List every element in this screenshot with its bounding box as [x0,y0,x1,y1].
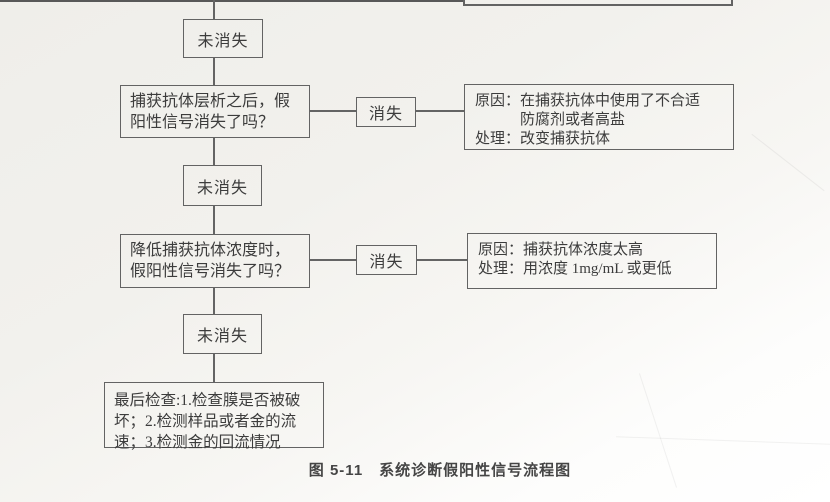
action-text: 用浓度 1mg/mL 或更低 [523,261,672,277]
decision-text-line: 阳性信号消失了吗？ [130,114,275,131]
connector-horizontal-q2-gone [309,259,356,261]
status-box-not-disappeared-3: 未消失 [183,314,262,354]
scan-crease [616,436,830,445]
cropped-line-top [0,0,463,2]
action-label: 处理： [478,261,524,277]
cause-text: 捕获抗体浓度太高 [523,242,644,258]
decision-text-line: 降低捕获抗体浓度时， [130,242,291,259]
reason-cause-row: 原因： 在捕获抗体中使用了不合适 防腐剂或者高盐 [475,92,723,130]
decision-text-line: 假阳性信号消失了吗？ [130,263,291,280]
scan-crease [751,133,825,192]
connector-horizontal-gone2-reason [417,259,467,261]
reason-box-2: 原因： 捕获抗体浓度太高 处理： 用浓度 1mg/mL 或更低 [467,233,717,289]
action-text: 改变捕获抗体 [520,131,611,147]
cropped-box-top [463,0,733,6]
reason-action-row: 处理： 用浓度 1mg/mL 或更低 [478,260,706,279]
figure-number: 图 5-11 [308,462,364,479]
decision-box-capture-antibody: 捕获抗体层析之后，假 阳性信号消失了吗？ [120,85,310,138]
decision-text-line: 捕获抗体层析之后，假 [130,93,291,110]
action-label: 处理： [475,131,521,147]
cause-text-line: 防腐剂或者高盐 [520,112,626,128]
connector-vertical-3 [213,137,215,165]
connector-horizontal-q1-gone [309,110,356,112]
status-label: 未消失 [196,328,248,345]
cause-text-line: 在捕获抗体中使用了不合适 [520,93,701,109]
connector-vertical-5 [213,287,215,315]
status-box-not-disappeared-1: 未消失 [183,19,263,58]
reason-cause-row: 原因： 捕获抗体浓度太高 [478,241,706,260]
scan-crease [638,373,678,488]
figure-caption: 图 5-11 系统诊断假阳性信号流程图 [250,459,630,480]
connector-vertical-2 [213,57,215,85]
reason-action-row: 处理： 改变捕获抗体 [475,130,723,149]
final-check-line: 速；3.检测金的回流情况 [114,434,281,451]
status-box-not-disappeared-2: 未消失 [183,165,262,206]
final-check-line: 坏；2.检测样品或者金的流 [114,413,297,430]
figure-title: 系统诊断假阳性信号流程图 [379,462,572,479]
status-label: 消失 [368,106,403,123]
cause-label: 原因： [478,242,524,258]
final-check-box: 最后检查:1.检查膜是否被破 坏；2.检测样品或者金的流 速；3.检测金的回流情… [104,382,324,451]
connector-horizontal-gone1-reason [415,110,464,112]
status-label: 消失 [369,254,404,271]
connector-vertical-4 [213,206,215,234]
decision-box-reduce-concentration: 降低捕获抗体浓度时， 假阳性信号消失了吗？ [120,234,310,288]
reason-box-1: 原因： 在捕获抗体中使用了不合适 防腐剂或者高盐 处理： 改变捕获抗体 [464,84,734,150]
status-label: 未消失 [196,179,248,197]
final-check-line: 最后检查:1.检查膜是否被破 [114,392,301,409]
status-label: 未消失 [197,32,249,50]
status-box-disappeared-2: 消失 [356,245,417,275]
connector-vertical-1 [213,0,215,19]
cause-label: 原因： [475,93,521,109]
status-box-disappeared-1: 消失 [356,97,416,127]
connector-vertical-6 [213,353,215,382]
